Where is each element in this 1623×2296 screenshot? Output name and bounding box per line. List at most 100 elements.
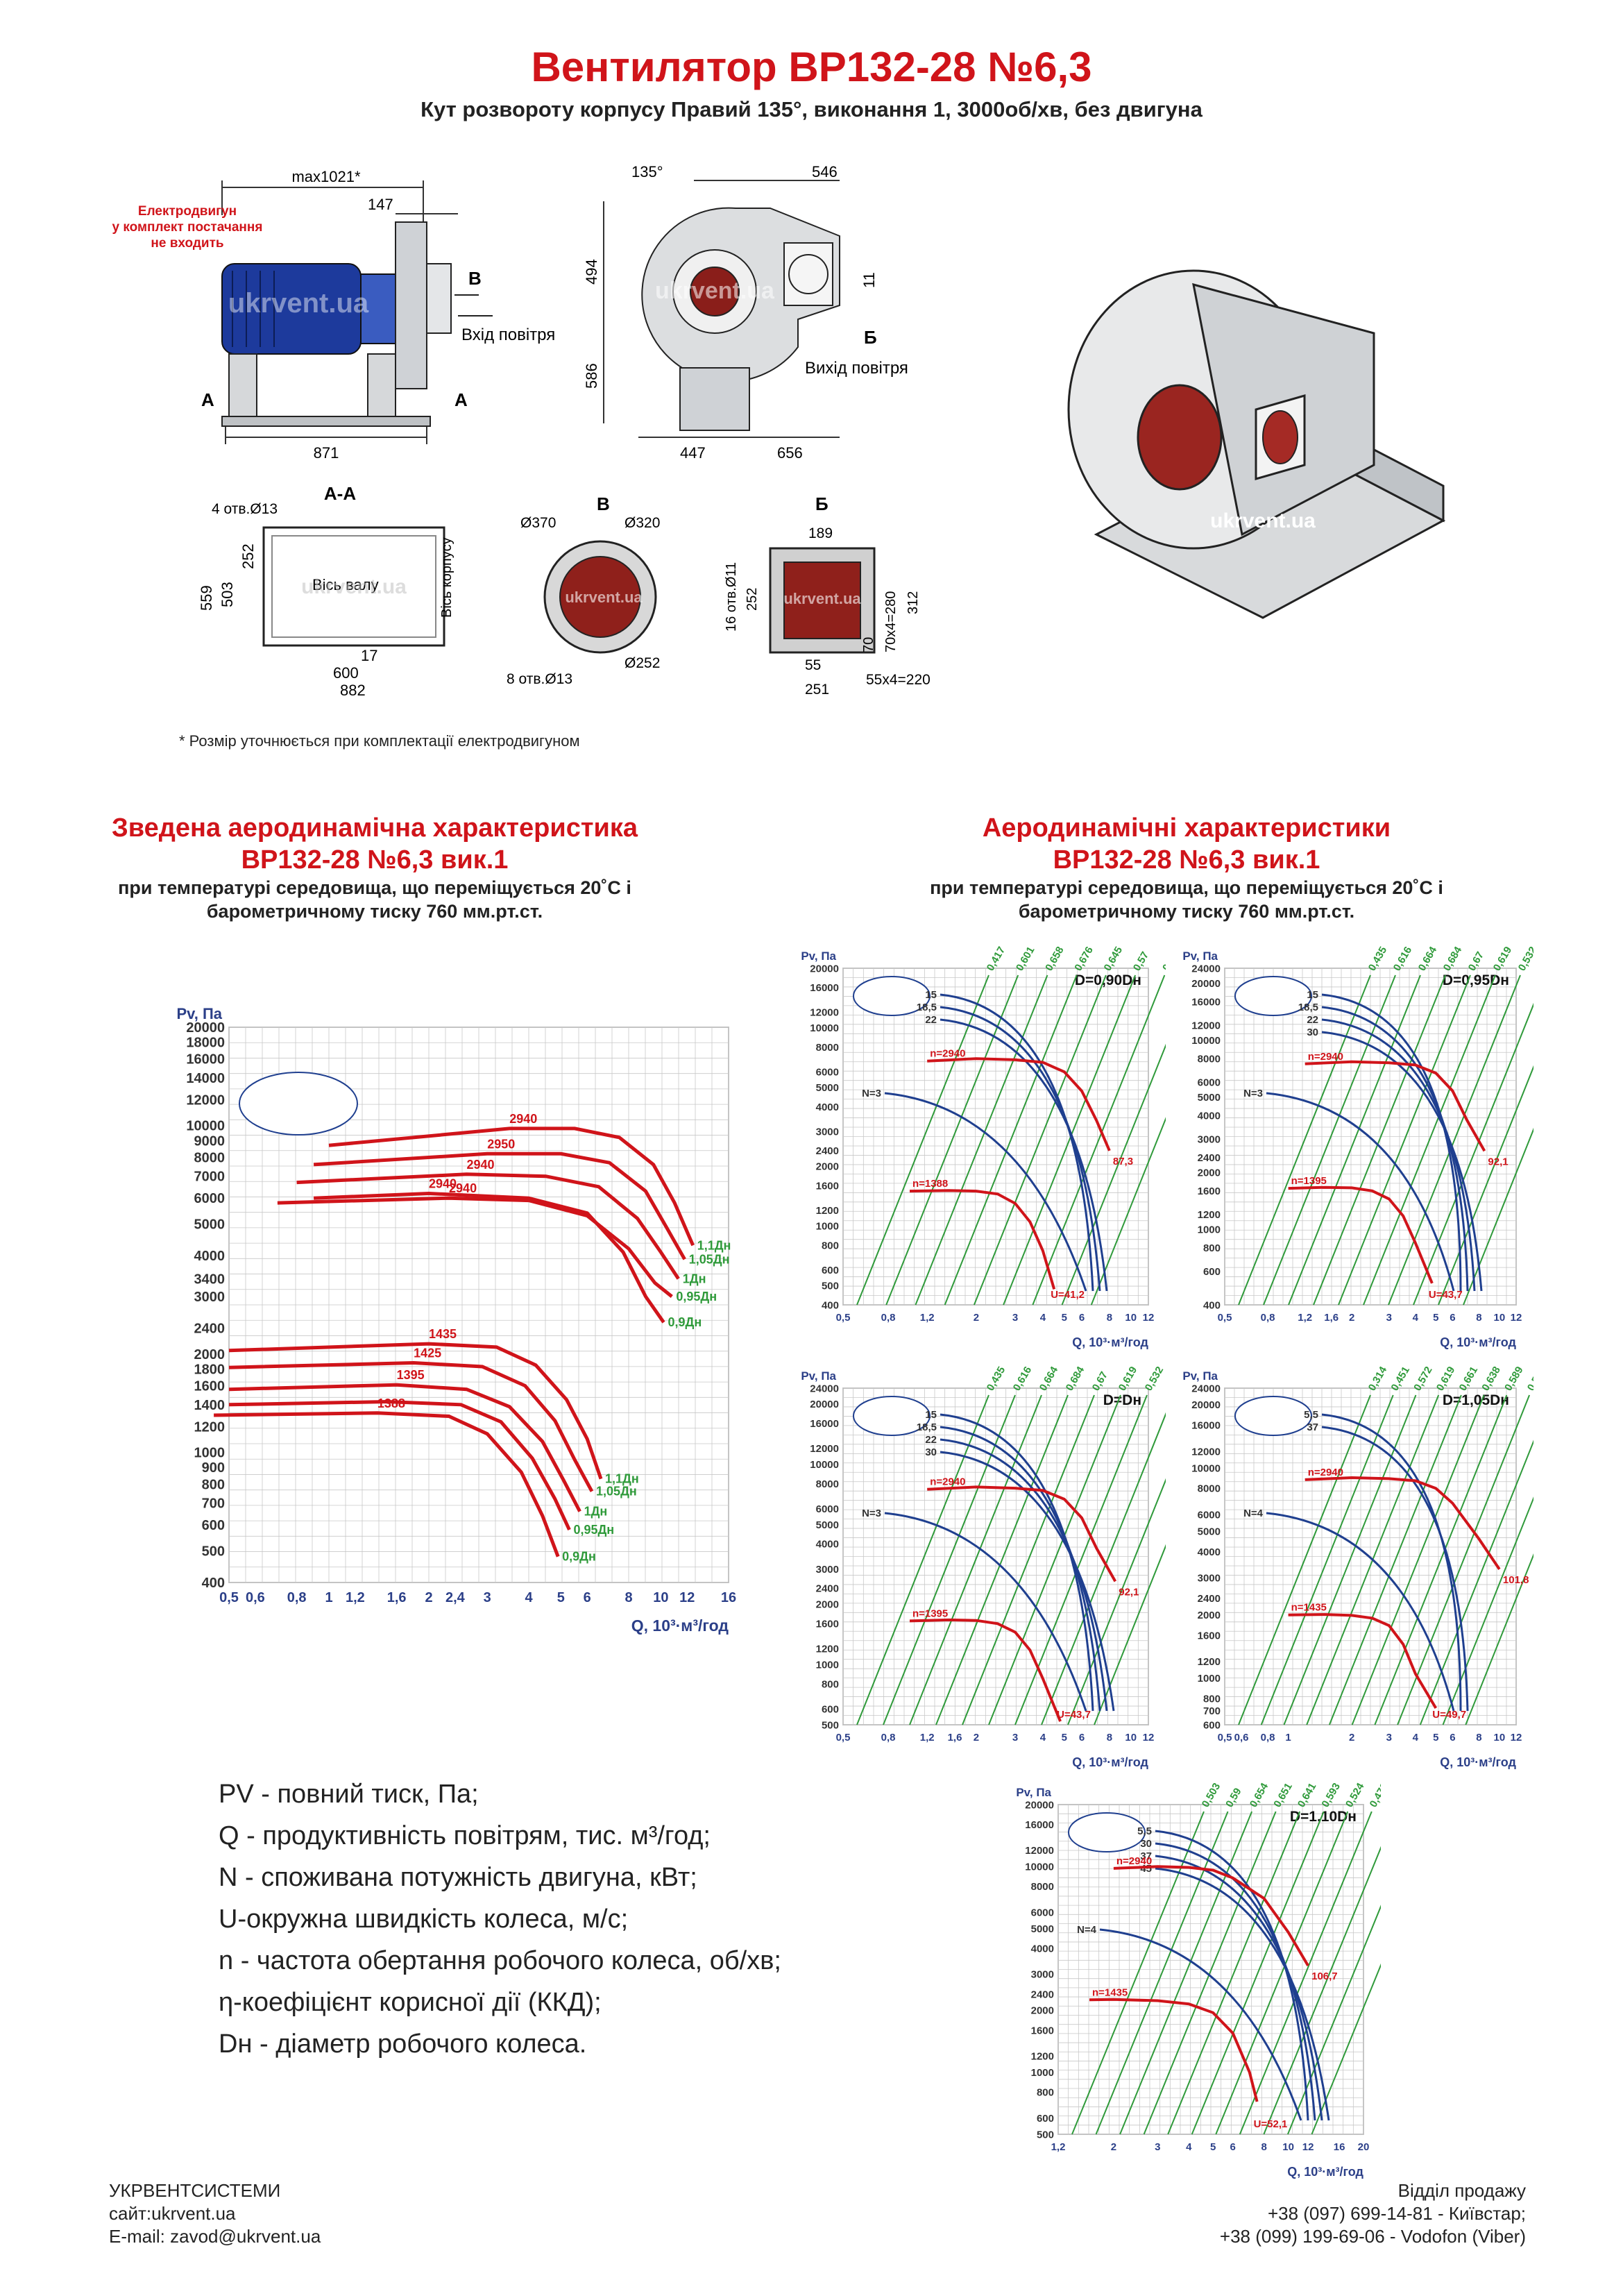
b-55: 55 — [805, 657, 821, 673]
y-axis-label: Pv, Па — [176, 1005, 222, 1022]
chart-title: D=1,10Dн — [1290, 1809, 1357, 1825]
axis-body: Вісь корпусу — [439, 537, 454, 618]
y-tick-label: 1000 — [816, 1659, 839, 1671]
logo-stamp — [239, 1072, 358, 1136]
y-tick-label: 1200 — [1198, 1656, 1221, 1668]
footer-email[interactable]: E-mail: zavod@ukrvent.ua — [109, 2226, 321, 2247]
logo-stamp — [1234, 976, 1312, 1016]
y-tick-label: 900 — [202, 1460, 225, 1476]
y-tick-label: 2000 — [194, 1347, 226, 1362]
power-label: N=3 — [1243, 1088, 1263, 1099]
x-tick-label: 1 — [325, 1590, 332, 1605]
efficiency-line — [1094, 1544, 1166, 1725]
y-tick-label: 1400 — [194, 1398, 226, 1413]
y-tick-label: 600 — [1203, 1719, 1221, 1731]
y-tick-label: 20000 — [810, 963, 839, 974]
efficiency-line — [1061, 1043, 1166, 1306]
x-tick-label: 5 — [1433, 1312, 1438, 1324]
y-tick-label: 16000 — [810, 982, 839, 994]
y-tick-label: 16000 — [1191, 1420, 1221, 1432]
y-tick-label: 3400 — [194, 1272, 226, 1287]
efficiency-line — [1328, 1394, 1462, 1725]
power-label: 22 — [925, 1434, 937, 1446]
x-tick-label: 12 — [1143, 1732, 1155, 1744]
y-tick-label: 2000 — [1031, 2005, 1054, 2017]
x-axis-label: Q, 10³·м³/год — [1440, 1335, 1516, 1349]
y-tick-label: 14000 — [186, 1071, 225, 1086]
legend-line-4: U-окружна швидкість колеса, м/с; — [219, 1905, 629, 1934]
diameter-label: 0,9Дн — [668, 1315, 702, 1329]
side-view-drawing: max1021* 147 871 Електродвигун у комплек… — [112, 168, 556, 462]
y-tick-label: 500 — [202, 1544, 225, 1559]
x-tick-label: 0,5 — [836, 1732, 851, 1744]
efficiency-line — [1071, 1811, 1205, 2135]
y-tick-label: 1000 — [1198, 1673, 1221, 1685]
y-tick-label: 3000 — [1198, 1573, 1221, 1585]
efficiency-line — [856, 1394, 989, 1725]
y-tick-label: 16000 — [186, 1052, 225, 1067]
footer-phone-1[interactable]: +38 (097) 699-14-81 - Київстар; — [1267, 2203, 1526, 2224]
charts-title-2: ВР132-28 №6,3 вик.1 — [1053, 845, 1320, 875]
y-tick-label: 2400 — [194, 1322, 226, 1337]
y-tick-label: 2400 — [1198, 1152, 1221, 1164]
y-tick-label: 2000 — [1198, 1610, 1221, 1621]
y-axis-label: Pv, Па — [1182, 1369, 1218, 1383]
x-tick-label: 12 — [1143, 1312, 1155, 1324]
diameter-label: 1Дн — [683, 1272, 706, 1285]
power-curve — [884, 1092, 1087, 1292]
y-tick-label: 12000 — [810, 1443, 839, 1455]
y-tick-label: 8000 — [194, 1150, 226, 1165]
y-tick-label: 600 — [202, 1518, 225, 1533]
aa-882: 882 — [340, 682, 366, 699]
chart-title: D=0,95Dн — [1443, 972, 1509, 988]
dim-546: 546 — [812, 163, 838, 180]
dim-494: 494 — [583, 259, 600, 285]
x-tick-label: 2,4 — [445, 1590, 466, 1605]
x-tick-label: 0,5 — [219, 1590, 239, 1605]
page-subtitle: Кут розвороту корпусу Правий 135°, викон… — [420, 97, 1203, 121]
front-view-drawing: 135° 546 494 586 11 447 656 ukrvent.ua Б… — [583, 163, 908, 462]
motor-note-1: Електродвигун — [138, 204, 237, 219]
b-70x4: 70x4=280 — [883, 591, 899, 652]
power-curve — [940, 1426, 1101, 1712]
efficiency-label: 0,476 — [1368, 1781, 1381, 1809]
y-tick-label: 1600 — [1198, 1630, 1221, 1641]
rpm-label: n=1395 — [912, 1607, 948, 1619]
power-label: 37 — [1140, 1850, 1152, 1862]
y-tick-label: 1600 — [816, 1180, 839, 1192]
footer-phone-2[interactable]: +38 (099) 199-69-06 - Vodofon (Viber) — [1219, 2226, 1526, 2247]
pressure-curve — [228, 1383, 581, 1512]
power-label: 22 — [1307, 1014, 1318, 1026]
y-tick-label: 600 — [822, 1703, 839, 1715]
rpm-label: 1388 — [377, 1396, 405, 1410]
pressure-curve — [277, 1196, 673, 1298]
b-189: 189 — [808, 525, 833, 541]
x-tick-label: 3 — [1012, 1312, 1018, 1324]
power-label: 30 — [1307, 1027, 1318, 1038]
pressure-curve — [927, 1485, 1117, 1582]
x-tick-label: 1,2 — [346, 1590, 365, 1605]
power-label: 5,5 — [1304, 1409, 1318, 1421]
y-tick-label: 800 — [822, 1240, 839, 1251]
view-b2-label: Б — [864, 327, 877, 348]
footer-site[interactable]: сайт:ukrvent.ua — [109, 2203, 236, 2224]
pressure-curve — [1288, 1185, 1434, 1284]
y-tick-label: 2400 — [1198, 1593, 1221, 1605]
chart-title: D=0,90Dн — [1075, 972, 1141, 988]
y-tick-label: 400 — [202, 1576, 225, 1591]
rpm-label: 2940 — [429, 1177, 457, 1191]
y-tick-label: 12000 — [810, 1007, 839, 1019]
x-tick-label: 0,6 — [246, 1590, 265, 1605]
chart-title: D=1,05Dн — [1443, 1392, 1509, 1408]
aa-503: 503 — [219, 582, 236, 607]
y-tick-label: 20000 — [1191, 1399, 1221, 1411]
y-tick-label: 9000 — [194, 1133, 226, 1149]
y-tick-label: 7000 — [194, 1170, 226, 1185]
x-axis-label: Q, 10³·м³/год — [1287, 2165, 1363, 2179]
rpm-label: n=1435 — [1291, 1602, 1327, 1614]
end-label-lower: U=43,7 — [1057, 1709, 1091, 1721]
x-tick-label: 10 — [1125, 1312, 1137, 1324]
x-tick-label: 4 — [1186, 2141, 1192, 2153]
y-tick-label: 3000 — [194, 1290, 226, 1305]
